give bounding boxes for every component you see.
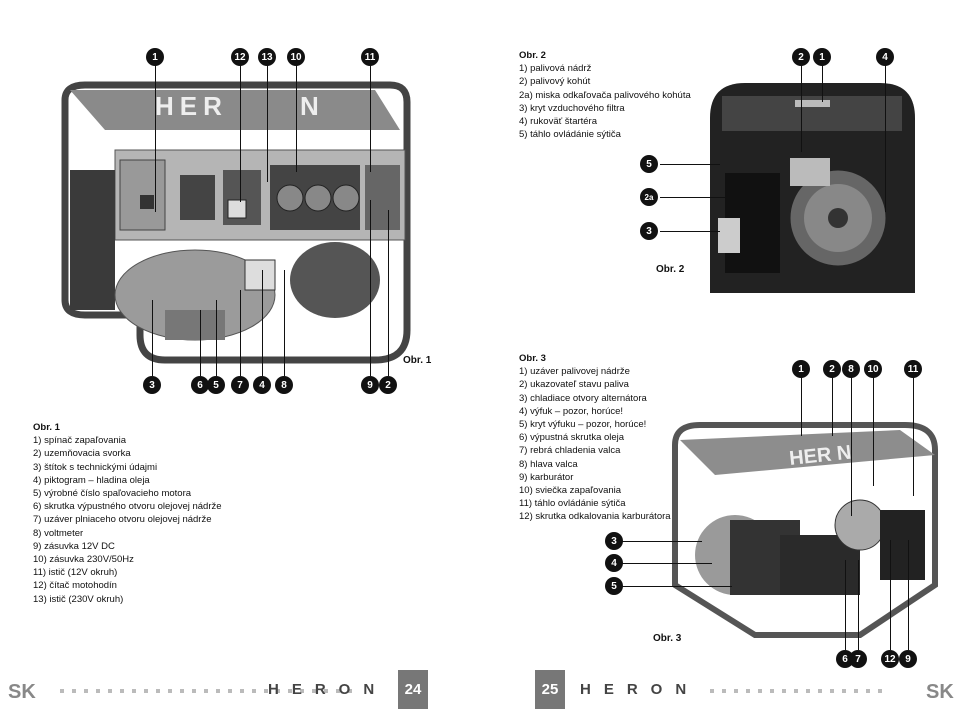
fig1-legend-item: 12) čítač motohodín [33,580,117,592]
fig3-callout-11: 11 [904,360,922,378]
fig3-caption: Obr. 3 [653,633,682,644]
fig1-callout-12: 12 [231,48,249,66]
fig2-callout-5: 5 [640,155,658,173]
fig3-callout-12: 12 [881,650,899,668]
footer-lang-left: SK [8,681,36,703]
fig1-callout-9: 9 [361,376,379,394]
fig2-legend-item: 1) palivová nádrž [519,63,592,75]
fig3-callout-7: 7 [849,650,867,668]
footer-lang-right: SK [926,681,954,703]
fig1-callout-13: 13 [258,48,276,66]
fig3-callout-1: 1 [792,360,810,378]
fig1-caption: Obr. 1 [403,355,432,366]
fig1-legend-item: 10) zásuvka 230V/50Hz [33,554,134,566]
fig2-legend: Obr. 2 1) palivová nádrž 2) palivový koh… [519,49,691,141]
fig3-legend-item: 3) chladiace otvory alternátora [519,392,647,404]
fig3-legend-item: 11) táhlo ovládánie sýtiča [519,498,626,510]
fig1-legend-item: 8) voltmeter [33,527,84,539]
fig3-legend-item: 2) ukazovateľ stavu paliva [519,379,629,391]
fig2-callout-1: 1 [813,48,831,66]
fig1-legend-item: 4) piktogram – hladina oleja [33,474,150,486]
footer-dots-right [710,682,910,693]
fig1-legend: Obr. 1 1) spínač zapaľovania 2) uzemňova… [33,421,222,606]
fig3-callout-10: 10 [864,360,882,378]
fig2-legend-item: 5) táhlo ovládánie sýtiča [519,129,621,141]
footer-brand-right: HERON [580,681,700,698]
fig3-legend-item: 10) sviečka zapaľovania [519,485,622,497]
footer-brand-left: HERON [268,681,388,698]
fig1-legend-item: 1) spínač zapaľovania [33,435,127,447]
fig1-callout-3: 3 [143,376,161,394]
fig3-callout-2: 2 [823,360,841,378]
svg-text:HER: HER [155,91,228,121]
fig3-legend-item: 1) uzáver palivovej nádrže [519,366,630,378]
fig3-legend: Obr. 3 1) uzáver palivovej nádrže 2) uka… [519,352,671,524]
fig2-callout-3: 3 [640,222,658,240]
fig1-callout-4: 4 [253,376,271,394]
figure-3-photo: HER N [660,415,945,645]
figure-2-photo [700,78,922,300]
fig1-callout-5: 5 [207,376,225,394]
fig3-callout-3: 3 [605,532,623,550]
fig3-callout-9: 9 [899,650,917,668]
fig1-legend-item: 9) zásuvka 12V DC [33,540,115,552]
fig3-legend-item: 4) výfuk – pozor, horúce! [519,405,624,417]
footer-page-right: 25 [535,670,565,709]
fig2-legend-item: 3) kryt vzduchového filtra [519,102,625,114]
fig3-legend-item: 12) skrutka odkalovania karburátora [519,511,671,523]
fig2-legend-item: 2a) miska odkaľovača palivového kohúta [519,89,691,101]
fig1-legend-item: 7) uzáver plniaceho otvoru olejovej nádr… [33,514,212,526]
fig3-callout-8: 8 [842,360,860,378]
svg-text:N: N [300,91,319,121]
fig2-legend-item: 2) palivový kohút [519,76,591,88]
fig1-callout-6: 6 [191,376,209,394]
fig1-callout-11: 11 [361,48,379,66]
fig1-callout-7: 7 [231,376,249,394]
fig2-legend-item: 4) rukoväť štartéra [519,116,598,128]
fig2-caption: Obr. 2 [656,264,685,275]
footer-dots-left [60,682,390,693]
fig3-callout-5: 5 [605,577,623,595]
fig3-legend-item: 9) karburátor [519,471,574,483]
figure-1-photo: HER N [45,70,420,370]
fig1-legend-item: 5) výrobné číslo spaľovacieho motora [33,488,192,500]
fig2-callout-4: 4 [876,48,894,66]
fig1-callout-1: 1 [146,48,164,66]
fig3-callout-4: 4 [605,554,623,572]
fig2-callout-2a: 2a [640,188,658,206]
fig1-callout-10: 10 [287,48,305,66]
fig1-legend-item: 3) štítok s technickými údajmi [33,461,158,473]
fig1-legend-item: 2) uzemňovacia svorka [33,448,131,460]
fig2-callout-2: 2 [792,48,810,66]
fig1-legend-title: Obr. 1 [33,422,60,433]
fig3-legend-item: 5) kryt výfuku – pozor, horúce! [519,419,647,431]
fig3-legend-item: 8) hlava valca [519,458,578,470]
fig1-callout-2: 2 [379,376,397,394]
fig1-legend-item: 6) skrutka výpustného otvoru olejovej ná… [33,501,222,513]
fig3-legend-item: 6) výpustná skrutka oleja [519,432,625,444]
fig3-legend-item: 7) rebrá chladenia valca [519,445,621,457]
fig2-legend-title: Obr. 2 [519,50,546,61]
fig1-legend-item: 11) istič (12V okruh) [33,567,118,579]
footer-page-left: 24 [398,670,428,709]
fig1-legend-item: 13) istič (230V okruh) [33,593,124,605]
fig1-callout-8: 8 [275,376,293,394]
fig3-legend-title: Obr. 3 [519,353,546,364]
